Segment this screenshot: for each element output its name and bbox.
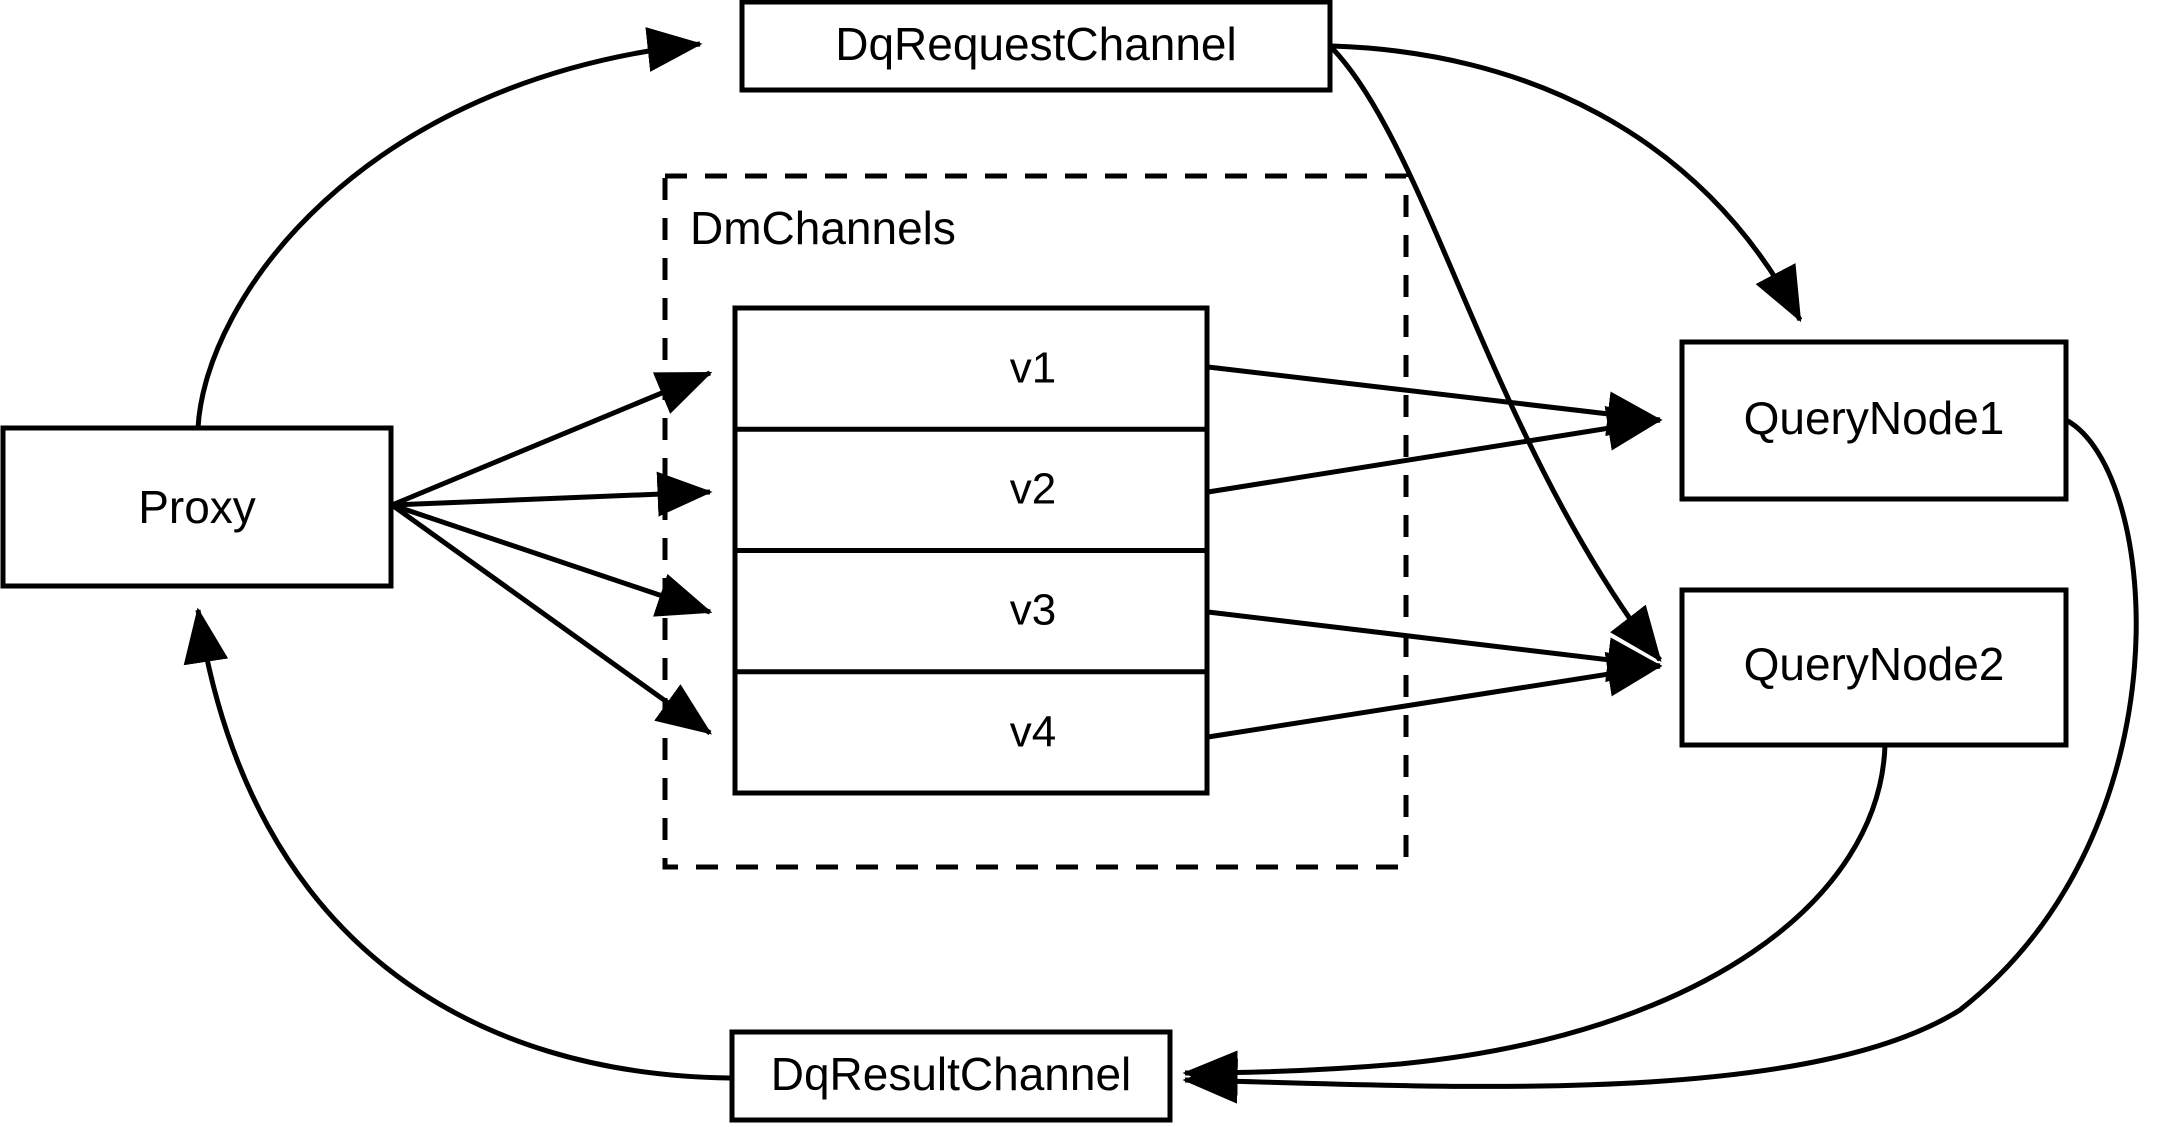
edge-proxy-to-v4 — [390, 502, 713, 736]
edge-v4-to-querynode2 — [1207, 651, 1663, 740]
edge-proxy-to-v2 — [391, 471, 713, 517]
shard-row-v4-label: v4 — [1010, 708, 1056, 757]
node-proxy-label: Proxy — [138, 481, 256, 533]
edge-proxy-to-dqrequestchannel — [195, 27, 703, 429]
edge-dqrequestchannel-to-querynode2 — [1330, 46, 1662, 662]
edge-v2-to-querynode1 — [1207, 406, 1663, 495]
group-dm-channels-label: DmChannels — [690, 202, 956, 254]
shard-row-v4[interactable]: v4 — [1010, 708, 1056, 757]
edge-querynode1-to-dqresultchannel — [1182, 417, 2139, 1104]
node-query-node-1-label: QueryNode1 — [1744, 392, 2005, 444]
edge-proxy-to-v1 — [391, 370, 713, 508]
shard-row-v2-label: v2 — [1010, 465, 1056, 514]
edge-proxy-to-v3 — [391, 502, 713, 617]
shard-row-v3-label: v3 — [1010, 586, 1056, 635]
edge-v3-to-querynode2 — [1207, 609, 1663, 683]
edge-dqresultchannel-to-proxy — [183, 607, 731, 1081]
node-query-node-2-label: QueryNode2 — [1744, 638, 2005, 690]
shard-table: v1 v2 v3 v4 — [732, 305, 1210, 796]
shard-row-v2[interactable]: v2 — [1010, 465, 1056, 514]
shard-row-v1[interactable]: v1 — [1010, 344, 1056, 393]
group-dm-channels: DmChannels — [662, 173, 1409, 870]
node-dq-result-channel[interactable]: DqResultChannel — [729, 1029, 1173, 1123]
edge-v1-to-querynode1 — [1207, 364, 1663, 437]
edge-querynode2-to-dqresultchannel — [1182, 744, 1888, 1096]
node-dq-request-channel-label: DqRequestChannel — [835, 18, 1237, 70]
shard-row-v3[interactable]: v3 — [1010, 586, 1056, 635]
edge-dqrequestchannel-to-querynode1 — [1331, 43, 1803, 323]
node-dq-result-channel-label: DqResultChannel — [771, 1048, 1132, 1100]
edge-layer — [183, 27, 2139, 1104]
node-query-node-2[interactable]: QueryNode2 — [1679, 587, 2069, 748]
node-dq-request-channel[interactable]: DqRequestChannel — [739, 0, 1333, 93]
node-query-node-1[interactable]: QueryNode1 — [1679, 339, 2069, 502]
shard-row-v1-label: v1 — [1010, 344, 1056, 393]
node-proxy[interactable]: Proxy — [0, 425, 394, 589]
